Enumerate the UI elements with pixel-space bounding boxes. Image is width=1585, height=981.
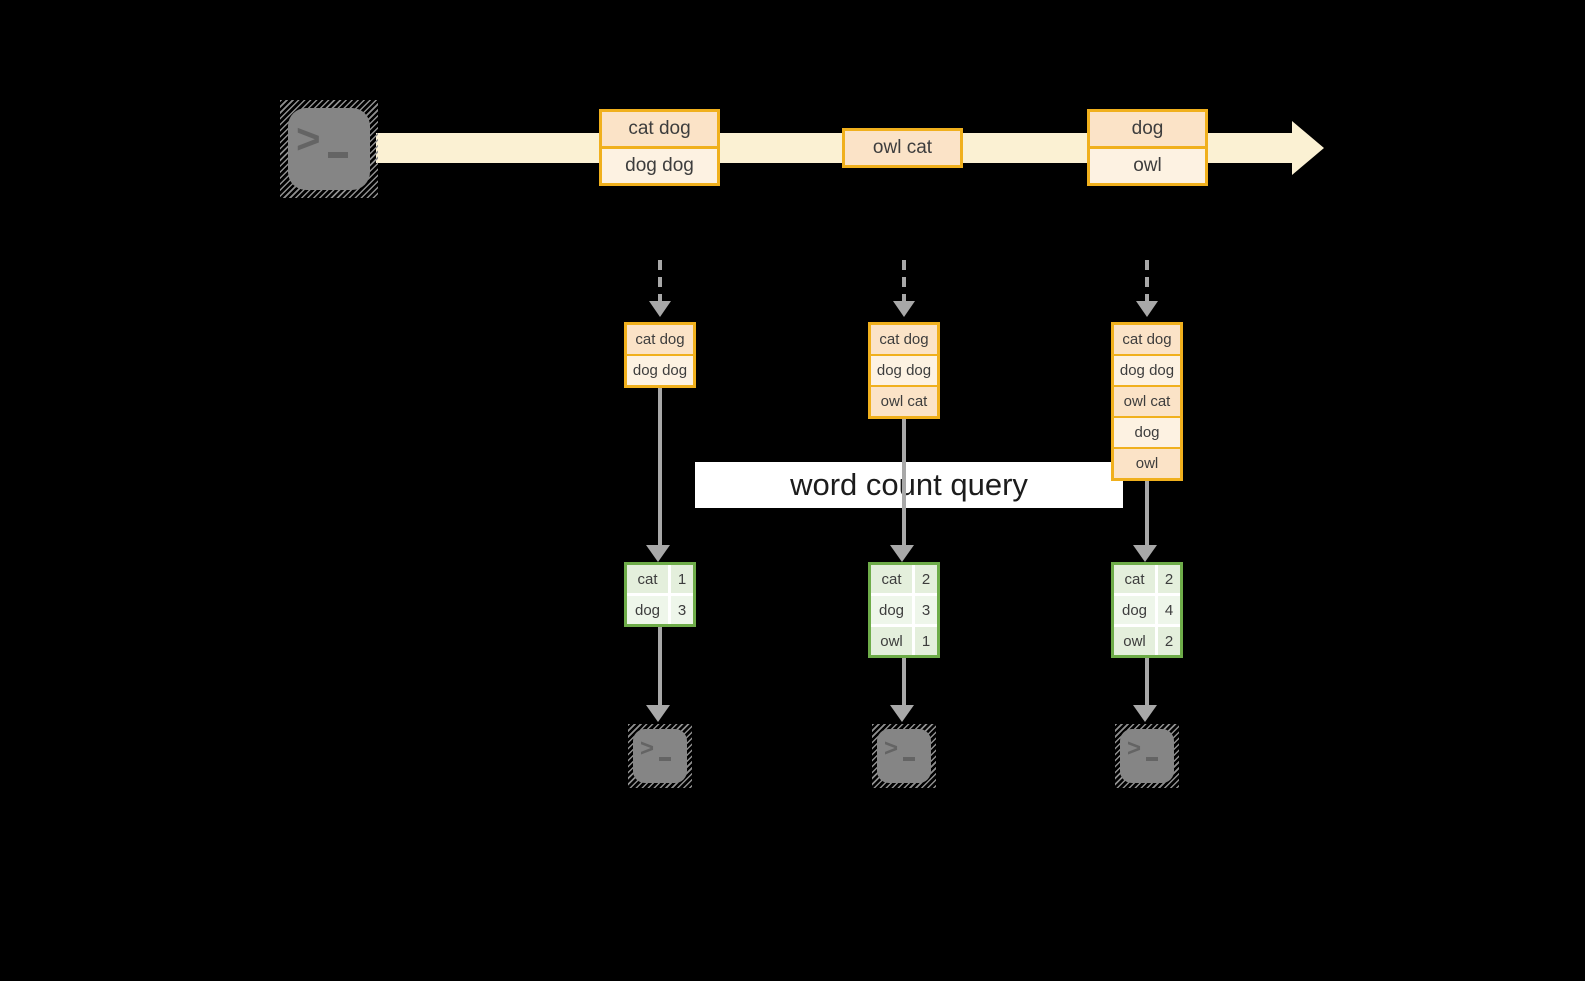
sink-arrowhead-icon-3: [1133, 705, 1157, 722]
stream-event-box-2: owl cat: [842, 128, 963, 168]
buffer-stack-2: cat dog dog dog owl cat: [868, 322, 940, 419]
terminal-cursor-icon: [659, 757, 671, 761]
count-table-3: cat 2 dog 4 owl 2: [1111, 562, 1183, 658]
buffer-row: owl: [1114, 447, 1180, 478]
buffer-stack-3: cat dog dog dog owl cat dog owl: [1111, 322, 1183, 481]
query-arrowhead-icon-2: [890, 545, 914, 562]
buffer-row: dog dog: [1114, 354, 1180, 385]
query-arrowhead-icon-1: [646, 545, 670, 562]
buffer-stack-1: cat dog dog dog: [624, 322, 696, 388]
count-table-2: cat 2 dog 3 owl 1: [868, 562, 940, 658]
event-text: owl cat: [845, 131, 960, 165]
count-word-cell: cat: [627, 565, 668, 593]
count-value-cell: 1: [671, 565, 693, 593]
buffer-row: dog dog: [871, 354, 937, 385]
ingest-arrow-line-3: [1145, 260, 1149, 302]
count-value-cell: 3: [915, 596, 937, 624]
sink-arrow-line-3: [1145, 658, 1149, 706]
sink-arrowhead-icon-2: [890, 705, 914, 722]
query-arrow-line-1: [658, 388, 662, 546]
sink-terminal-icon-1: [628, 724, 692, 788]
terminal-cursor-icon: [1146, 757, 1158, 761]
ingest-arrow-line-2: [902, 260, 906, 302]
ingest-arrowhead-icon-1: [649, 301, 671, 317]
buffer-row: cat dog: [627, 325, 693, 354]
sink-terminal-icon-3: [1115, 724, 1179, 788]
sink-arrow-line-1: [658, 627, 662, 706]
source-terminal-icon: [280, 100, 378, 198]
count-value-cell: 2: [915, 565, 937, 593]
query-arrow-line-3: [1145, 481, 1149, 546]
buffer-row: cat dog: [871, 325, 937, 354]
count-value-cell: 4: [1158, 596, 1180, 624]
terminal-cursor-icon: [903, 757, 915, 761]
query-band: word count query: [695, 462, 1123, 508]
terminal-prompt-icon: [884, 737, 898, 761]
event-text: owl: [1090, 146, 1205, 183]
count-word-cell: cat: [871, 565, 912, 593]
terminal-prompt-icon: [640, 737, 654, 761]
stream-event-box-1: cat dog dog dog: [599, 109, 720, 186]
count-word-cell: dog: [871, 596, 912, 624]
query-label: word count query: [790, 467, 1028, 502]
terminal-prompt-icon: [1127, 737, 1141, 761]
count-value-cell: 2: [1158, 627, 1180, 655]
query-arrowhead-icon-3: [1133, 545, 1157, 562]
buffer-row: cat dog: [1114, 325, 1180, 354]
terminal-cursor-icon: [328, 152, 348, 158]
sink-terminal-icon-2: [872, 724, 936, 788]
event-text: dog: [1090, 112, 1205, 146]
count-word-cell: owl: [871, 627, 912, 655]
ingest-arrow-line-1: [658, 260, 662, 302]
count-value-cell: 3: [671, 596, 693, 624]
buffer-row: owl cat: [871, 385, 937, 416]
sink-arrow-line-2: [902, 658, 906, 706]
sink-arrowhead-icon-1: [646, 705, 670, 722]
buffer-row: dog dog: [627, 354, 693, 385]
count-table-1: cat 1 dog 3: [624, 562, 696, 627]
terminal-prompt-icon: [296, 118, 321, 160]
buffer-row: owl cat: [1114, 385, 1180, 416]
query-arrow-line-2: [902, 419, 906, 546]
count-value-cell: 2: [1158, 565, 1180, 593]
stream-arrowhead-icon: [1292, 121, 1324, 175]
ingest-arrowhead-icon-2: [893, 301, 915, 317]
event-text: cat dog: [602, 112, 717, 146]
ingest-arrowhead-icon-3: [1136, 301, 1158, 317]
count-value-cell: 1: [915, 627, 937, 655]
count-word-cell: cat: [1114, 565, 1155, 593]
count-word-cell: dog: [1114, 596, 1155, 624]
event-text: dog dog: [602, 146, 717, 183]
stream-event-box-3: dog owl: [1087, 109, 1208, 186]
count-word-cell: dog: [627, 596, 668, 624]
count-word-cell: owl: [1114, 627, 1155, 655]
buffer-row: dog: [1114, 416, 1180, 447]
